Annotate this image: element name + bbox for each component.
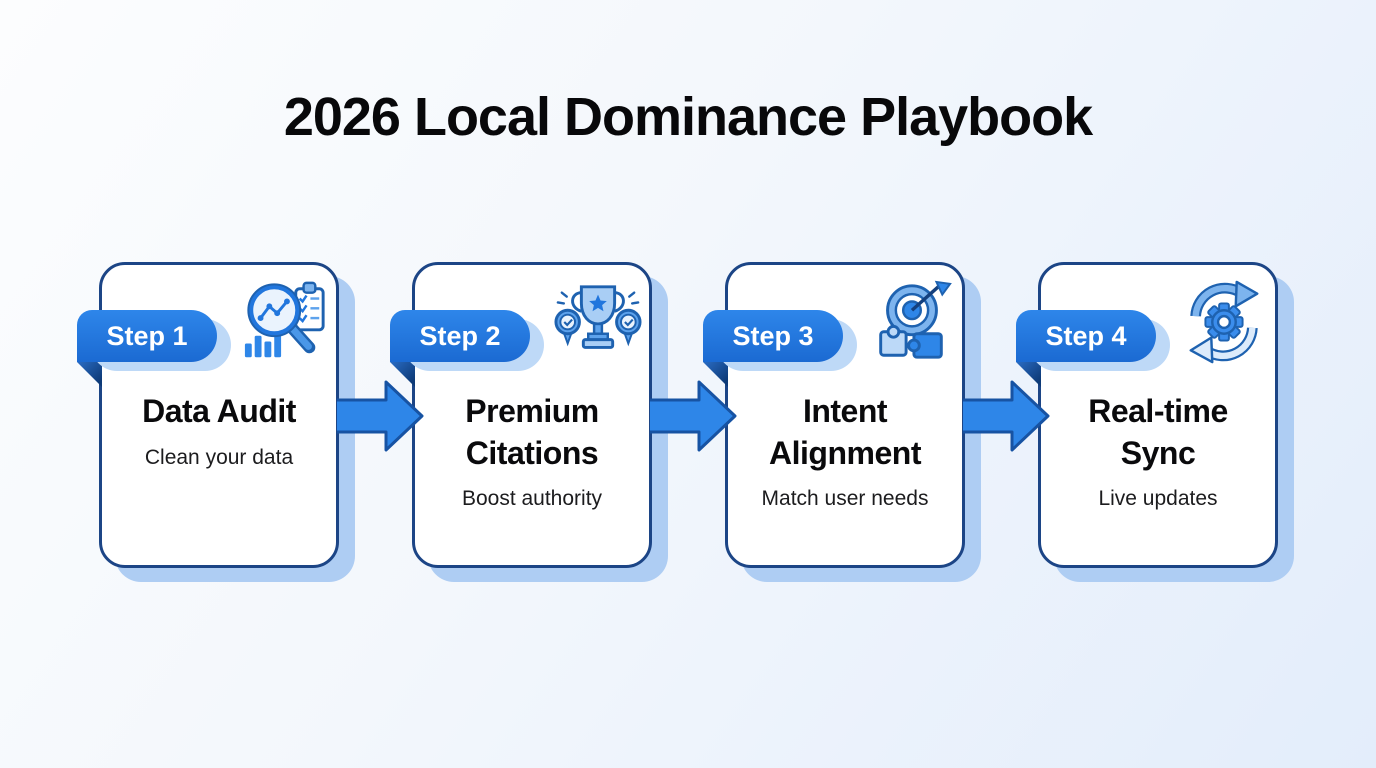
step-title: Real-time Sync: [1088, 393, 1228, 471]
sync-gear-icon: [1189, 280, 1259, 364]
step-badge-2: Step 2: [390, 310, 570, 396]
step-badge-3: Step 3: [703, 310, 883, 396]
step-title: Intent Alignment: [769, 393, 921, 471]
step-badge-label: Step 4: [1016, 310, 1156, 362]
step-badge-label: Step 2: [390, 310, 530, 362]
step-card-3: Step 3 Intent Alignment Match user needs: [703, 262, 965, 568]
ribbon-fold: [77, 362, 102, 387]
target-puzzle-icon: [879, 280, 952, 359]
step-subtitle: Clean your data: [144, 445, 294, 469]
page-title: 2026 Local Dominance Playbook: [283, 87, 1093, 147]
step-card-2: Step 2 Premium Citations Boost: [390, 262, 652, 568]
step-badge-label: Step 1: [77, 310, 217, 362]
step-subtitle: Boost authority: [461, 487, 603, 511]
flow-arrow-3: [963, 380, 1050, 452]
flow-arrow-2: [650, 380, 737, 452]
magnifier-analytics-icon: [244, 281, 325, 358]
step-card-4: Step 4 Real-time Sync Live updat: [1016, 262, 1278, 568]
step-badge-4: Step 4: [1016, 310, 1196, 396]
step-badge-1: Step 1: [77, 310, 257, 396]
step-title: Data Audit: [142, 393, 296, 429]
step-badge-label: Step 3: [703, 310, 843, 362]
step-card-1: Step 1 Data Audit Clean your data: [77, 262, 339, 568]
flow-arrow-1: [337, 380, 424, 452]
step-subtitle: Live updates: [1098, 487, 1218, 511]
step-subtitle: Match user needs: [761, 487, 929, 511]
step-title: Premium Citations: [465, 393, 599, 471]
trophy-medals-icon: [554, 285, 642, 349]
